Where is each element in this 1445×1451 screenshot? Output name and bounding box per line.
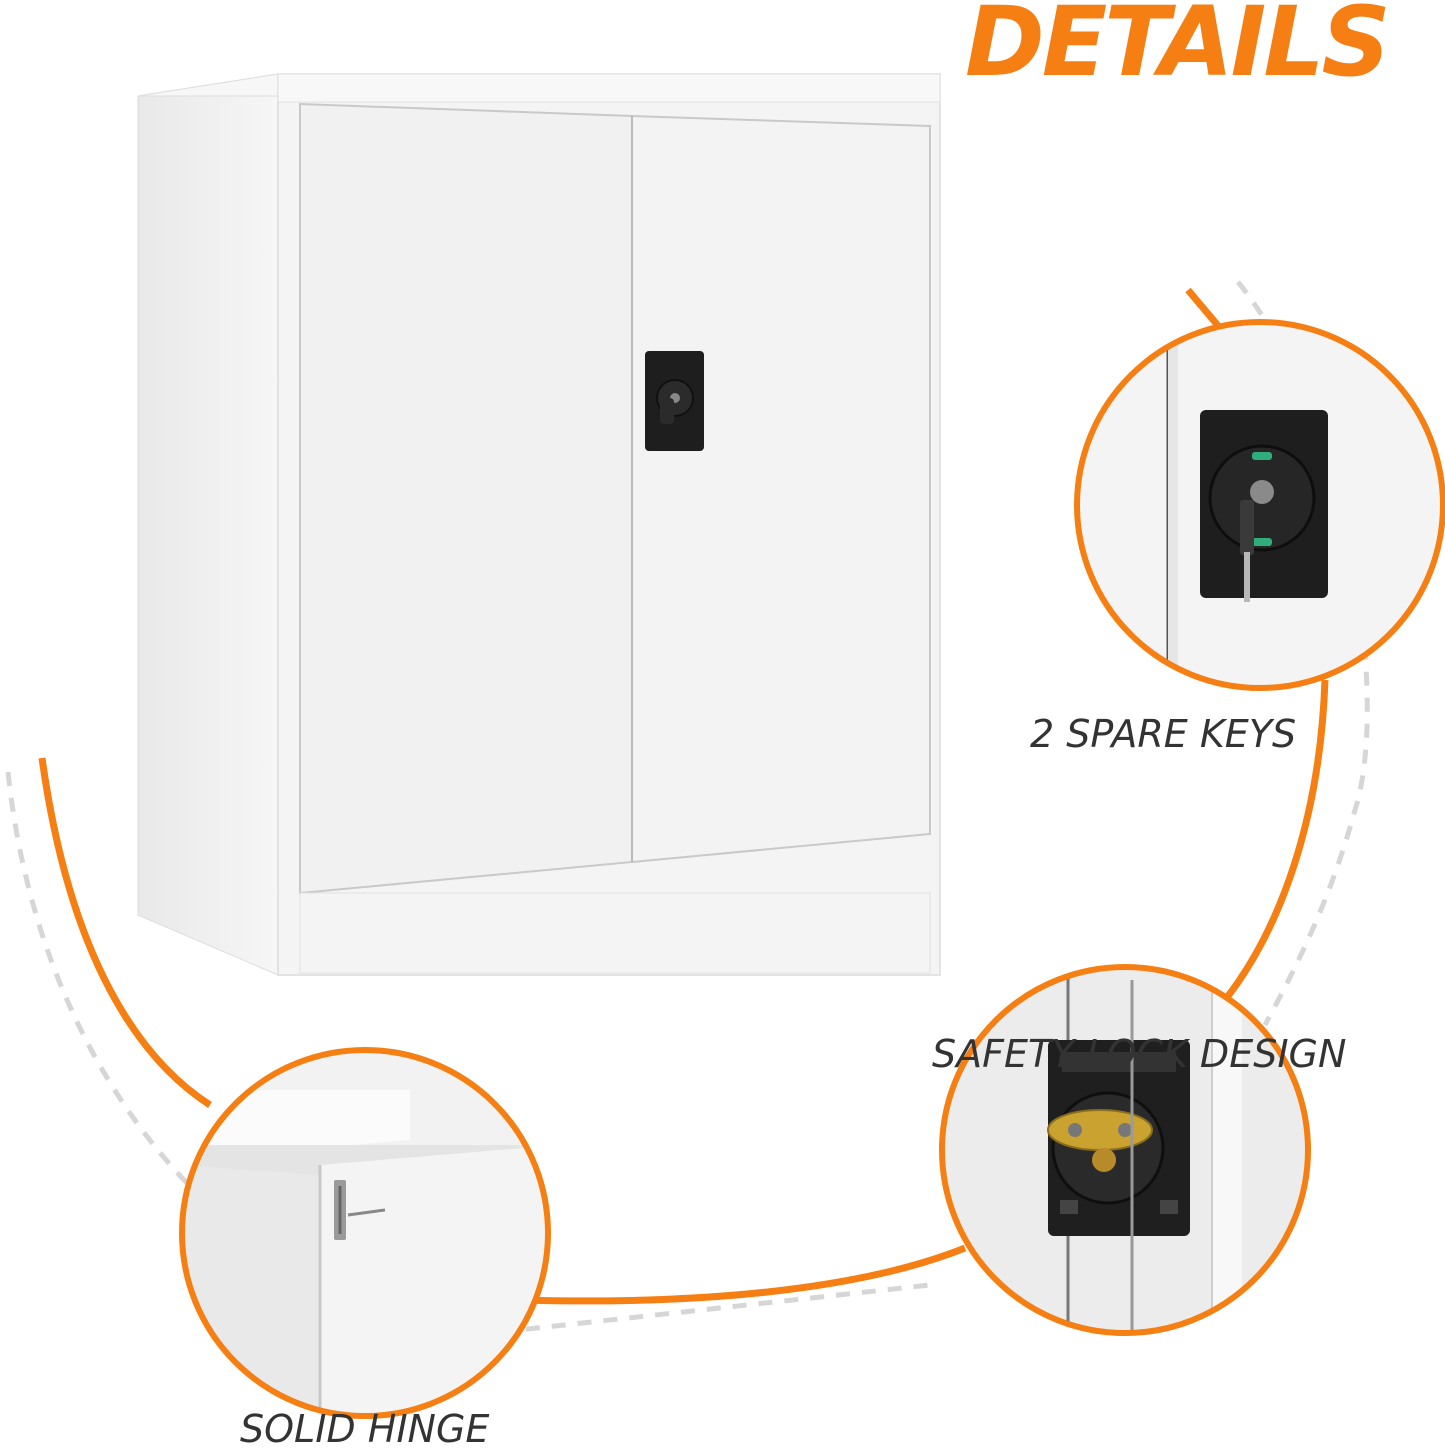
dashed-arc (5, 280, 1370, 1335)
spare-keys-callout (1074, 319, 1445, 691)
cabinet-lock-icon (645, 351, 704, 451)
page-title: DETAILS (965, 0, 1391, 98)
caption-solid-hinge: SOLID HINGE (240, 1407, 490, 1451)
cabinet-illustration (137, 73, 941, 976)
caption-safety-lock: SAFETY LOCK DESIGN (932, 1032, 1347, 1076)
lock-mechanism-icon (1047, 1040, 1190, 1236)
keyed-lock-handle-icon (1200, 410, 1328, 602)
safety-lock-callout (939, 964, 1311, 1336)
orange-arc (38, 287, 1329, 1305)
solid-hinge-callout (179, 1047, 551, 1419)
caption-spare-keys: 2 SPARE KEYS (1030, 712, 1297, 756)
door-hinge-icon (334, 1180, 386, 1240)
